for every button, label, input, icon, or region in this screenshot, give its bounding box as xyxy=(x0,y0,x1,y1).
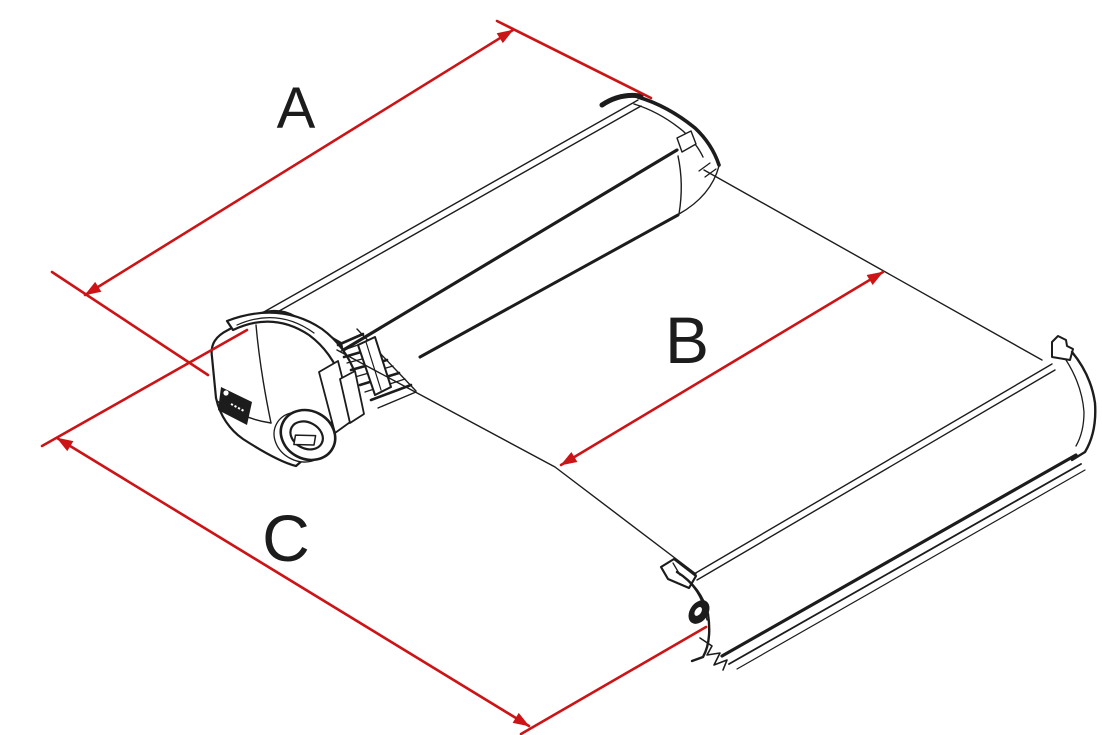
fabric-left-edge xyxy=(336,349,697,575)
end-cap-bottom-curve xyxy=(678,165,720,215)
fabric-exit-edge xyxy=(418,213,680,359)
lead-bar-bottom-edge-thick xyxy=(720,453,1078,658)
arm-bracket-2 xyxy=(339,370,365,424)
dimension-a: A xyxy=(50,19,653,377)
lead-bar-bottom-edge-thin xyxy=(736,469,1086,670)
end-cap-outer-curve xyxy=(636,95,721,167)
dimension-label-b: B xyxy=(665,303,709,377)
lead-bar-top-seam-outer xyxy=(693,363,1053,575)
awning-cassette xyxy=(254,99,680,363)
lead-bar xyxy=(659,335,1097,671)
lead-bar-bottom-edge-mid xyxy=(728,463,1082,665)
dimension-label-a: A xyxy=(277,76,316,141)
lead-bar-bottom-hooks xyxy=(699,637,728,671)
end-cap-lower-profile xyxy=(677,155,682,215)
dimension-c: C xyxy=(40,328,708,735)
end-cap-notch xyxy=(676,130,697,153)
dimension-label-c: C xyxy=(262,501,310,575)
lead-bar-right-ear xyxy=(1051,335,1074,361)
end-cap-bracket-hook xyxy=(599,92,644,108)
lead-bar-top-seam-inner xyxy=(696,369,1056,581)
fabric-right-edge xyxy=(703,169,1043,361)
dimension-annotations: A B C xyxy=(40,19,885,735)
housing-top-bracket-inner-line xyxy=(236,317,315,334)
cassette-top-seam-inner xyxy=(257,105,642,324)
dimension-c-arrow xyxy=(55,436,531,728)
fabric-roll-silhouette xyxy=(356,328,417,392)
brand-logo-icon xyxy=(223,390,229,396)
lead-bar-right-cap-outer xyxy=(1070,350,1097,462)
housing-face-divider xyxy=(255,324,272,424)
lead-bar-right-cap-inner xyxy=(1065,359,1085,447)
dimension-b-arrow xyxy=(559,270,885,467)
end-cap-inner-curve xyxy=(633,103,704,158)
roller-strap-and-arm xyxy=(318,336,392,434)
awning-fabric xyxy=(336,169,1043,575)
awning-drawing xyxy=(210,92,1097,671)
dimension-a-extension-left xyxy=(50,270,210,377)
dimension-a-arrow xyxy=(83,28,515,297)
dimension-a-extension-right xyxy=(495,19,653,100)
cassette-right-end-cap xyxy=(599,92,721,215)
dimension-b: B xyxy=(559,270,885,467)
end-cap-tick-1 xyxy=(698,162,711,172)
cassette-strap xyxy=(357,336,392,396)
dimension-c-extension-right xyxy=(519,625,708,735)
brand-logo-text-marks xyxy=(230,403,245,412)
dimension-c-extension-left xyxy=(40,328,249,448)
